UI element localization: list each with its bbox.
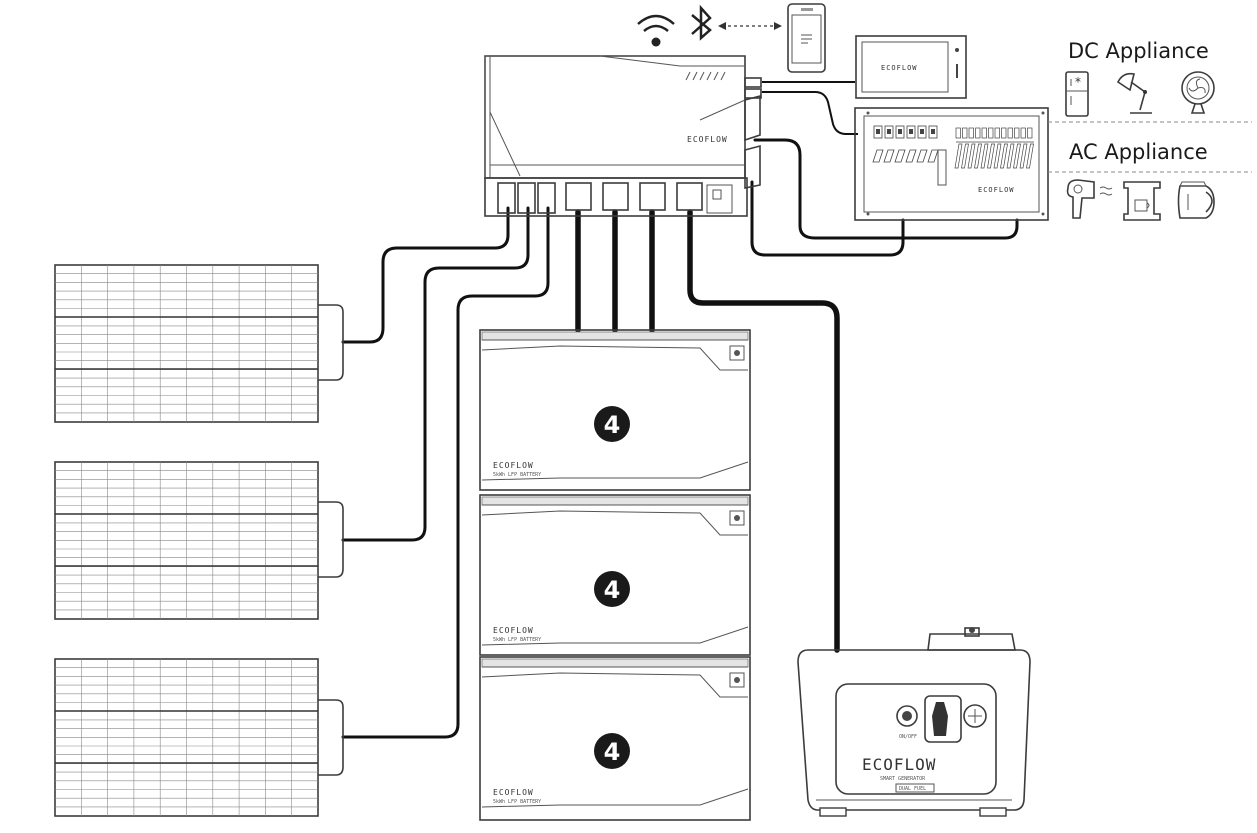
- battery-model-label: 5kWh LFP BATTERY: [493, 799, 541, 805]
- panel-signal-cable: [762, 91, 858, 135]
- monitor-icon: ECOFLOW: [855, 35, 967, 99]
- solar-cable-3: [341, 206, 550, 739]
- battery-count-badge: [594, 406, 630, 442]
- battery-count-badge: [594, 733, 630, 769]
- lamp-icon: [1116, 72, 1152, 114]
- fan-icon: [1181, 71, 1215, 114]
- panel-breakers: [872, 125, 1034, 169]
- generator-brand-logo: ECOFLOW: [862, 755, 936, 774]
- svg-text:*: *: [1075, 75, 1081, 89]
- battery-port-1[interactable]: [565, 182, 592, 211]
- solar-panel-grid: [55, 265, 318, 422]
- battery-brand-logo: ECOFLOW: [493, 788, 534, 797]
- hair-dryer-icon: [1066, 179, 1113, 219]
- hub-brand-logo: ECOFLOW: [687, 135, 728, 144]
- refrigerator-icon: *: [1065, 71, 1089, 117]
- panel-power-cable-2: [750, 180, 905, 257]
- solar-input-port-2[interactable]: [517, 182, 536, 214]
- panel-brand-logo: ECOFLOW: [978, 186, 1015, 194]
- hub-ac-port-2[interactable]: [744, 144, 761, 189]
- kettle-icon: [1177, 181, 1215, 219]
- monitor-brand-logo: ECOFLOW: [881, 64, 918, 72]
- generator-port[interactable]: [676, 182, 703, 211]
- solar-panel-grid: [55, 659, 318, 816]
- solar-panel-3: [54, 658, 344, 817]
- generator-button-label: ON/OFF: [899, 734, 917, 740]
- smart-home-panel: ECOFLOW: [854, 107, 1049, 221]
- cables: [341, 81, 1019, 739]
- ac-appliance-label: AC Appliance: [1069, 140, 1208, 164]
- generator-outlet-panel: [924, 695, 962, 743]
- wifi-icon: [637, 14, 675, 47]
- battery-count-text: 4: [604, 738, 621, 766]
- hub-switch[interactable]: [706, 184, 733, 214]
- generator-outlet-icon: [932, 702, 948, 736]
- bluetooth-icon: [691, 4, 712, 41]
- solar-cable-1: [341, 206, 510, 344]
- solar-panel-1: [54, 264, 344, 423]
- smartphone-icon: [787, 3, 826, 73]
- panel-power-cable: [753, 138, 1019, 240]
- battery-model-label: 5kWh LFP BATTERY: [493, 472, 541, 478]
- battery-count-text: 4: [604, 411, 621, 439]
- battery-port-2[interactable]: [602, 182, 629, 211]
- hub-ac-port-1[interactable]: [744, 94, 761, 142]
- battery-model-label: 5kWh LFP BATTERY: [493, 637, 541, 643]
- generator-power-button[interactable]: [896, 705, 918, 727]
- generator-variant-label: DUAL FUEL: [899, 786, 926, 792]
- solar-panel-2: [54, 461, 344, 620]
- hub-ports: [497, 182, 733, 214]
- power-hub: ECOFLOW: [484, 55, 762, 217]
- battery-brand-logo: ECOFLOW: [493, 626, 534, 635]
- battery-brand-logo: ECOFLOW: [493, 461, 534, 470]
- generator-cable: [687, 209, 840, 653]
- hub-comm-port-1[interactable]: [744, 77, 762, 88]
- solar-cable-2: [341, 206, 530, 542]
- dc-appliance-label: DC Appliance: [1068, 39, 1209, 63]
- smart-generator: ON/OFF ECOFLOW SMART GENERATOR DUAL FUEL: [797, 627, 1031, 817]
- solar-input-port-3[interactable]: [537, 182, 556, 214]
- solar-panel-grid: [55, 462, 318, 619]
- coffee-maker-icon: [1123, 181, 1161, 221]
- generator-model-label: SMART GENERATOR: [880, 776, 926, 782]
- solar-input-port-1[interactable]: [497, 182, 516, 214]
- battery-count-text: 4: [604, 576, 621, 604]
- battery-port-3[interactable]: [639, 182, 666, 211]
- hub-vents: [685, 71, 726, 81]
- generator-fuel-valve[interactable]: [963, 704, 987, 728]
- battery-count-badge: [594, 571, 630, 607]
